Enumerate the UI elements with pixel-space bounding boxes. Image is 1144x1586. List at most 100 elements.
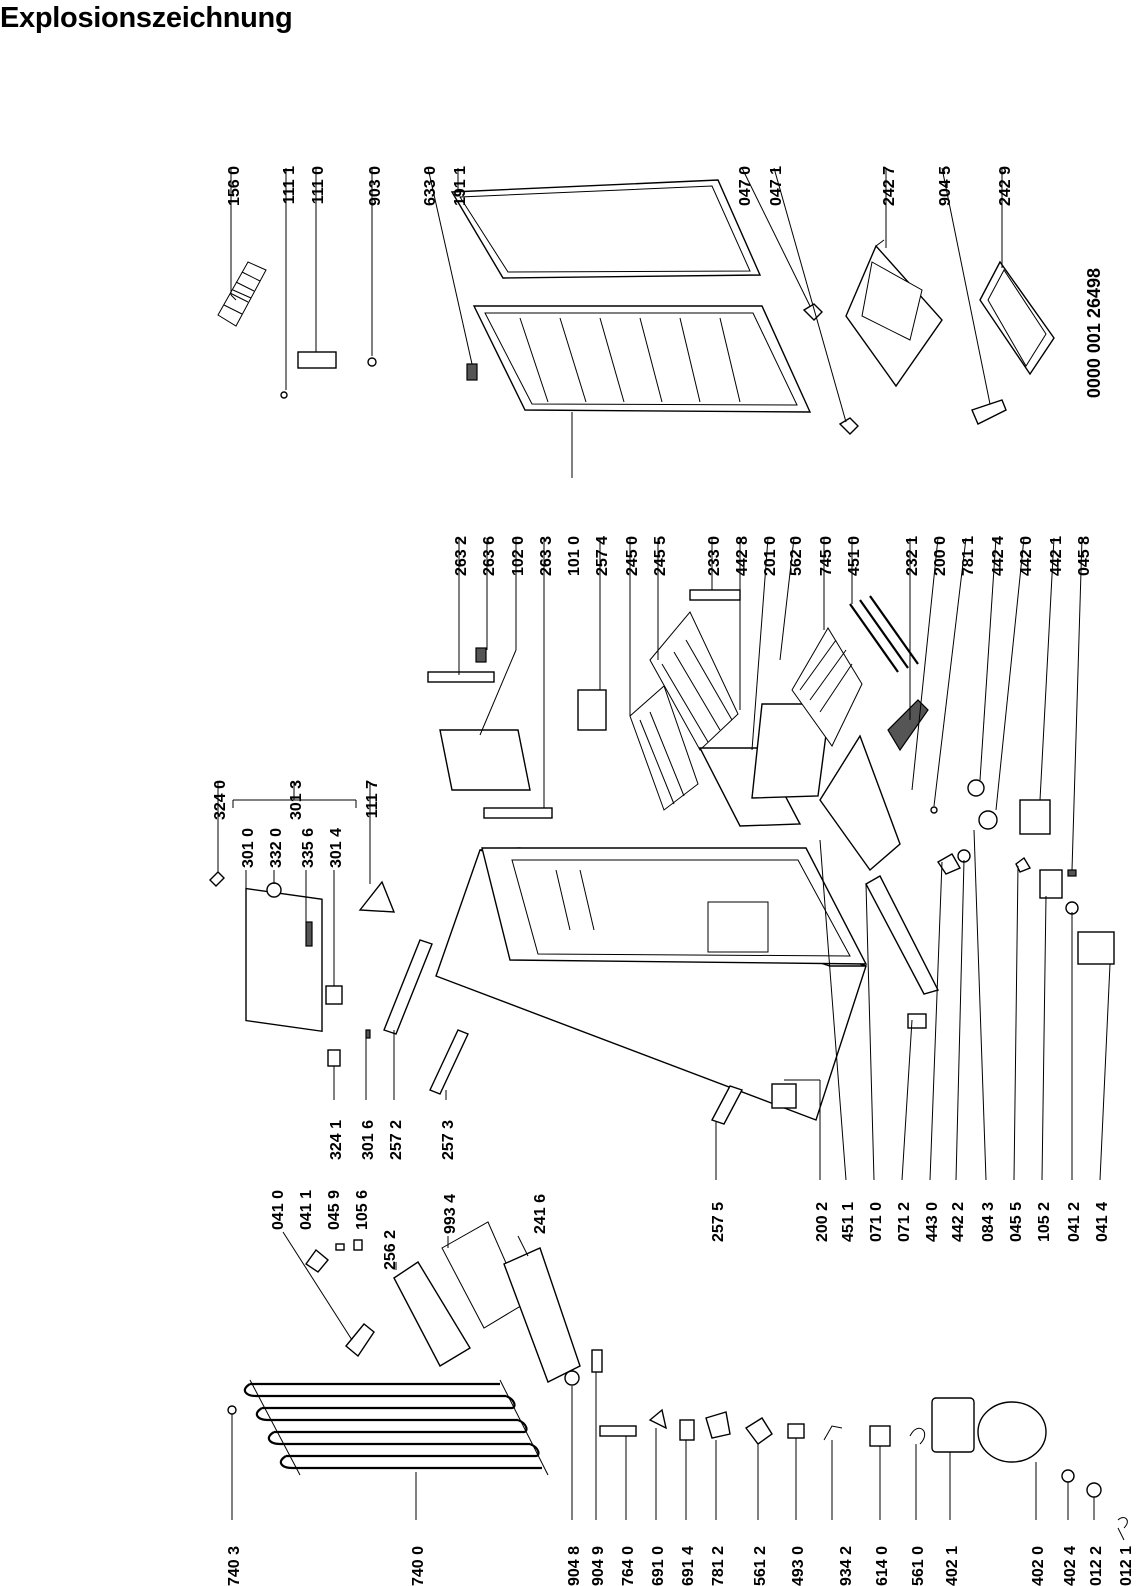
ice-scraper-part [971, 399, 1007, 425]
label-156-0: 156 0 [226, 166, 243, 206]
label-105-2: 105 2 [1036, 1202, 1053, 1242]
evaporator-745-0 [791, 627, 863, 747]
label-561-2: 561 2 [752, 1546, 769, 1586]
part-781-2 [705, 1411, 731, 1439]
label-691-0: 691 0 [650, 1546, 667, 1586]
part-324-1 [327, 1049, 341, 1067]
page-title: Explosionszeichnung [0, 2, 293, 34]
parts-layer [209, 179, 1128, 1529]
part-781-1 [930, 806, 938, 814]
part-740-3 [227, 1405, 237, 1415]
label-740-0: 740 0 [410, 1546, 427, 1586]
condenser-740-0 [243, 1379, 549, 1476]
door-part [472, 305, 812, 413]
label-903-0: 903 0 [367, 166, 384, 206]
part-614-0 [869, 1425, 891, 1447]
label-904-9: 904 9 [590, 1546, 607, 1586]
part-105-2 [1039, 869, 1063, 899]
part-045-8 [1067, 869, 1077, 877]
label-041-2: 041 2 [1066, 1202, 1083, 1242]
part-111-7 [358, 880, 396, 913]
clip-263-6 [475, 647, 487, 663]
label-101-0: 101 0 [566, 536, 583, 576]
part-442-4 [967, 779, 985, 797]
label-045-5: 045 5 [1008, 1202, 1025, 1242]
label-561-0: 561 0 [910, 1546, 927, 1586]
part-442-1 [1019, 799, 1051, 835]
label-332-0: 332 0 [268, 828, 285, 868]
label-041-4: 041 4 [1094, 1202, 1111, 1242]
label-012-2: 012 2 [1088, 1546, 1105, 1586]
part-301-6 [365, 1029, 371, 1039]
label-241-6: 241 6 [532, 1194, 549, 1234]
part-324-0 [209, 871, 225, 887]
label-257-4: 257 4 [594, 536, 611, 576]
part-904-9 [591, 1349, 603, 1373]
screw-part [280, 391, 288, 399]
label-493-0: 493 0 [790, 1546, 807, 1586]
part-561-0 [909, 1427, 926, 1445]
label-263-3: 263 3 [538, 536, 555, 576]
label-111-7: 111 7 [364, 780, 381, 818]
part-071-2 [907, 1013, 927, 1029]
label-102-0: 102 0 [510, 536, 527, 576]
shelf-102-0 [439, 729, 531, 791]
label-442-4: 442 4 [990, 536, 1007, 576]
label-111-0: 111 0 [310, 166, 327, 204]
part-691-4 [679, 1419, 695, 1441]
label-324-0: 324 0 [212, 780, 229, 820]
part-045-5 [1015, 856, 1032, 873]
label-614-0: 614 0 [874, 1546, 891, 1586]
part-561-2 [744, 1417, 773, 1445]
label-781-1: 781 1 [960, 536, 977, 576]
label-301-4: 301 4 [328, 828, 345, 868]
label-745-0: 745 0 [818, 536, 835, 576]
compressor-402-0 [977, 1401, 1047, 1463]
label-047-1: 047 1 [768, 166, 785, 206]
part-493-0 [787, 1423, 805, 1439]
label-301-0: 301 0 [240, 828, 257, 868]
part-241-6 [503, 1247, 581, 1383]
label-263-6: 263 6 [481, 536, 498, 576]
label-993-4: 993 4 [442, 1194, 459, 1234]
label-740-3: 740 3 [226, 1546, 243, 1586]
part-934-2 [823, 1425, 843, 1441]
label-256-2: 256 2 [382, 1230, 399, 1270]
knob-332-0 [266, 882, 282, 898]
grid-lines [639, 639, 733, 805]
label-301-6: 301 6 [360, 1120, 377, 1160]
label-324-1: 324 1 [328, 1120, 345, 1160]
part-442-0 [978, 810, 998, 830]
label-335-6: 335 6 [300, 828, 317, 868]
label-691-4: 691 4 [680, 1546, 697, 1586]
part-232-1 [887, 699, 929, 752]
bars-451-0 [849, 595, 919, 673]
label-045-8: 045 8 [1076, 536, 1093, 576]
door-seal-part [450, 179, 762, 279]
part-041-1 [305, 1248, 329, 1273]
label-071-2: 071 2 [896, 1202, 913, 1242]
part-335-6 [305, 921, 313, 947]
strip-071-0 [865, 875, 940, 995]
rail-263-2 [427, 671, 495, 683]
hinge-lower-part [838, 417, 859, 435]
label-904-5: 904 5 [937, 166, 954, 206]
label-934-2: 934 2 [838, 1546, 855, 1586]
label-442-1: 442 1 [1048, 536, 1065, 576]
hinge-upper-part [802, 303, 823, 321]
rail-257-5 [710, 1085, 744, 1125]
part-904-8 [564, 1370, 580, 1386]
label-781-2: 781 2 [710, 1546, 727, 1586]
part-256-2 [393, 1261, 471, 1367]
label-257-3: 257 3 [440, 1120, 457, 1160]
label-904-8: 904 8 [566, 1546, 583, 1586]
label-242-7: 242 7 [881, 166, 898, 206]
label-012-1: 012 1 [1118, 1546, 1135, 1586]
clip-part [466, 363, 478, 381]
part-764-0 [599, 1425, 637, 1437]
label-257-5: 257 5 [710, 1202, 727, 1242]
label-442-0: 442 0 [1018, 536, 1035, 576]
label-257-2: 257 2 [388, 1120, 405, 1160]
label-242-9: 242 9 [997, 166, 1014, 206]
